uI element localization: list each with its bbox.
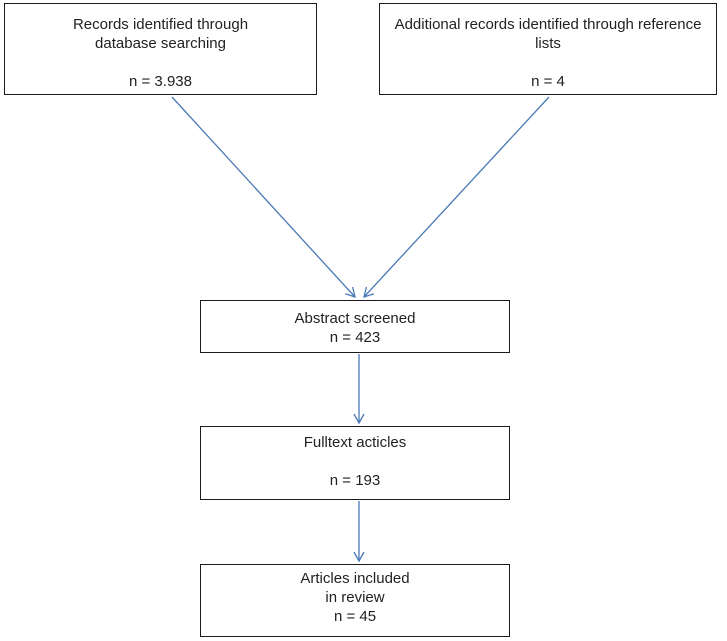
abstract-box-label: Abstract screened: [294, 310, 416, 327]
abstract-screened-box: Abstract screened n = 423: [200, 300, 510, 353]
database-box-count: n = 3.938: [129, 73, 192, 90]
articles-included-box: Articles included in review n = 45: [200, 564, 510, 637]
reference-box-count: n = 4: [531, 73, 565, 90]
database-box-line1: Records identified through: [72, 16, 249, 33]
fulltext-articles-box: Fulltext acticles n = 193: [200, 426, 510, 500]
fulltext-box-count: n = 193: [329, 472, 381, 489]
database-box-line2: database searching: [95, 35, 226, 52]
arrow-database-to-abstract: [171, 96, 356, 298]
included-box-count: n = 45: [333, 608, 377, 625]
arrow-reference-to-abstract: [363, 96, 550, 298]
reference-box-line1: Additional records identified through re…: [394, 16, 702, 33]
records-database-box: Records identified through database sear…: [4, 3, 317, 95]
records-reference-box: Additional records identified through re…: [379, 3, 717, 95]
spacer: [380, 53, 716, 72]
fulltext-box-label: Fulltext acticles: [303, 434, 407, 451]
spacer: [201, 452, 509, 471]
spacer: [5, 53, 316, 72]
included-box-line1: Articles included: [300, 570, 410, 587]
reference-box-line2: lists: [535, 35, 561, 52]
abstract-box-count: n = 423: [329, 329, 381, 346]
included-box-line2: in review: [325, 589, 385, 606]
